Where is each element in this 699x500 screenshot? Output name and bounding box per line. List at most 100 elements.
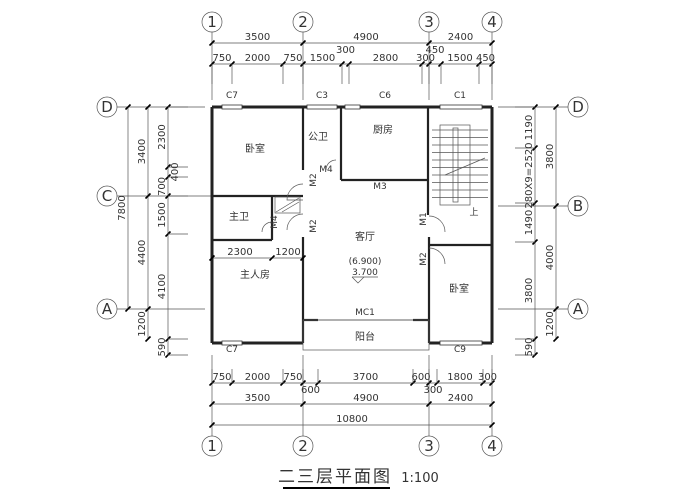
window <box>439 104 483 110</box>
door-swing <box>261 221 273 233</box>
room-label: 厨房 <box>373 123 393 136</box>
dim-bottom-detail-text: 1800 <box>447 372 472 383</box>
dimension-tick <box>552 335 560 343</box>
dimension-tick <box>124 103 132 111</box>
dim-top-detail-text: 450 <box>476 53 495 64</box>
axis-bubble-C <box>96 185 118 207</box>
elevation-value: 3.700 <box>352 268 378 278</box>
dim-right-detail-text: 590 <box>524 337 535 356</box>
axis-bubble-2 <box>292 11 314 33</box>
axis-bubble-A <box>567 298 589 320</box>
dim-bottom-overall-text: 2400 <box>448 393 473 404</box>
window-label: C6 <box>379 91 391 101</box>
axis-label-B: B <box>573 197 583 215</box>
axis-bubble-2 <box>292 435 314 457</box>
dim-bottom-overall-text: 4900 <box>353 393 378 404</box>
axis-label-3: 3 <box>424 437 434 455</box>
dim-bottom-detail-text: 600 <box>411 372 430 383</box>
room-label: 主卫 <box>229 211 249 223</box>
dim-left-mid-text: 4400 <box>137 240 148 265</box>
dim-right-detail-text: 1190 <box>524 115 535 140</box>
dimension-tick <box>299 39 307 47</box>
dimension-tick <box>144 103 152 111</box>
dim-top-detail-text: 1500 <box>447 53 472 64</box>
axis-label-2: 2 <box>298 13 308 31</box>
window <box>344 104 361 110</box>
dimension-tick <box>268 254 276 262</box>
dimension-tick <box>144 192 152 200</box>
dim-bottom-detail-text: 2000 <box>245 372 270 383</box>
dim-bottom-total-text: 10800 <box>336 414 368 425</box>
room-label: 卧室 <box>245 142 265 155</box>
stair-handrail <box>452 127 459 203</box>
room-label: 卧室 <box>449 282 469 295</box>
axis-label-2: 2 <box>298 437 308 455</box>
dimension-tick <box>208 400 216 408</box>
room-label: 主人房 <box>240 268 270 281</box>
axis-bubble-4 <box>481 435 503 457</box>
dim-left-mid-text: 1200 <box>137 311 148 336</box>
duct-shaft <box>274 196 301 214</box>
axis-label-C: C <box>102 187 112 205</box>
axis-bubble-3 <box>418 11 440 33</box>
duct-hatch <box>275 197 300 213</box>
dim-left-detail-text: 700 <box>157 177 168 196</box>
dim-bottom-detail-text: 750 <box>283 372 302 383</box>
axis-label-A: A <box>573 300 584 318</box>
dimension-tick <box>208 39 216 47</box>
axis-label-1: 1 <box>207 437 217 455</box>
dim-bottom-detail-text: 300 <box>423 385 442 396</box>
axis-bubble-1 <box>201 435 223 457</box>
door-label-m2: M2 <box>309 173 319 187</box>
axis-bubble-A <box>96 298 118 320</box>
axis-label-4: 4 <box>487 13 497 31</box>
door-label-m2: M2 <box>419 252 429 266</box>
window-label: C3 <box>316 91 328 101</box>
dim-bottom-detail-text: 3700 <box>353 372 378 383</box>
window <box>439 340 483 346</box>
dimension-tick <box>425 400 433 408</box>
window-label: C7 <box>226 91 238 101</box>
drawing-title: 二三层平面图 <box>278 467 392 487</box>
dim-bottom-detail-text: 600 <box>301 385 320 396</box>
dim-left-detail-text: 400 <box>170 162 181 181</box>
dim-top-overall-text: 3500 <box>245 32 270 43</box>
dim-top-overall-text: 2400 <box>448 32 473 43</box>
dim-top-detail-text: 2800 <box>373 53 398 64</box>
window-label: C7 <box>226 345 238 355</box>
dimension-tick <box>488 400 496 408</box>
duct-hatch <box>281 201 300 213</box>
door-label-m1: M1 <box>419 212 429 226</box>
dim-left-detail-text: 4100 <box>157 274 168 299</box>
axis-bubble-4 <box>481 11 503 33</box>
door-label-m2: M2 <box>309 219 319 233</box>
drawing-scale: 1:100 <box>401 471 438 486</box>
door-label-m4: M4 <box>270 215 280 229</box>
dim-right-detail-text: 280X9=2520 <box>524 142 535 208</box>
elevation-level: (6.900) <box>349 257 382 267</box>
elevation-marker <box>351 276 365 284</box>
dimension-tick <box>144 305 152 313</box>
axis-label-D: D <box>101 98 113 116</box>
room-label: 公卫 <box>308 132 328 143</box>
door-swing <box>286 213 304 231</box>
dimension-tick <box>552 103 560 111</box>
window <box>306 104 338 110</box>
door-swing <box>428 247 446 265</box>
dim-left-total-text: 7800 <box>117 195 128 220</box>
dimension-tick <box>124 305 132 313</box>
dim-top-detail-text: 450 <box>425 45 444 56</box>
door-label-mc1: MC1 <box>355 308 375 318</box>
axis-bubble-3 <box>418 435 440 457</box>
axis-bubble-1 <box>201 11 223 33</box>
dim-top-detail-text: 750 <box>283 53 302 64</box>
dimension-tick <box>299 400 307 408</box>
dim-right-mid-text: 3800 <box>545 144 556 169</box>
axis-label-1: 1 <box>207 13 217 31</box>
dim-left-detail-text: 590 <box>157 337 168 356</box>
dimension-tick <box>208 421 216 429</box>
window-label: C1 <box>454 91 466 101</box>
dimension-tick <box>488 39 496 47</box>
dim-right-mid-text: 4000 <box>545 245 556 270</box>
